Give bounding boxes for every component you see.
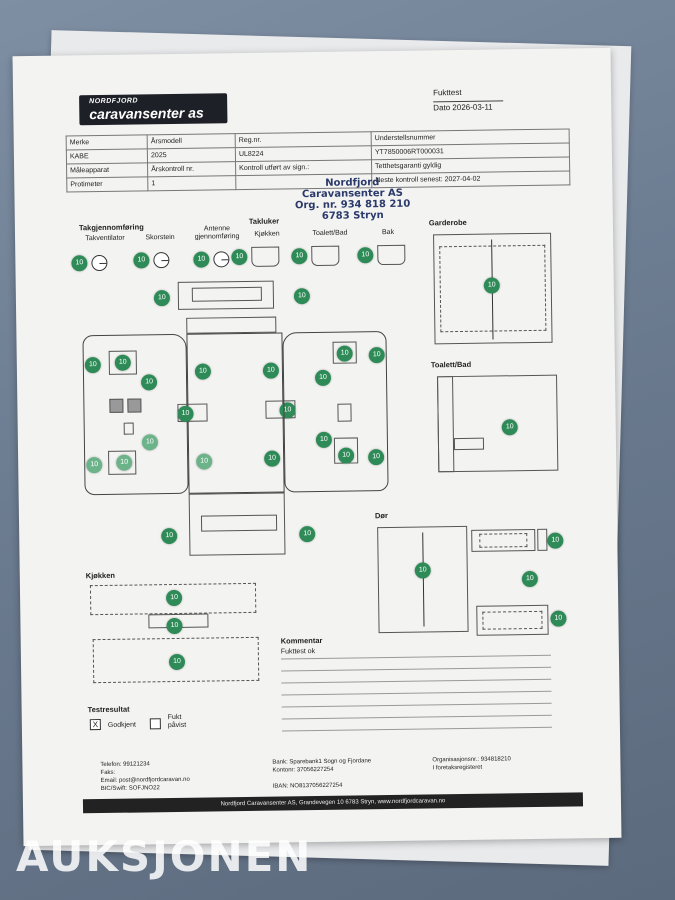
- reading-takventilator: 10: [71, 255, 88, 272]
- reading-roof-1: 10: [194, 363, 212, 380]
- label-godkjent: Godkjent: [107, 721, 136, 729]
- front-window: [191, 286, 262, 302]
- info-table-cell: Merke: [66, 134, 148, 150]
- antenne-icon: [213, 251, 230, 268]
- reading-left-4: 10: [141, 434, 159, 451]
- bak-luke-icon: [377, 244, 406, 266]
- contact-org-block: Organisasjonsnr.: 934818210 I foretaksre…: [432, 756, 511, 772]
- bad-bench: [453, 437, 485, 451]
- watermark: AUKSJONEN: [16, 832, 313, 881]
- reading-roof-6: 10: [264, 450, 281, 467]
- label-kjokken-luke: Kjøkken: [254, 230, 280, 238]
- comment-line: [281, 702, 552, 708]
- reading-toalett-luke: 10: [291, 248, 308, 265]
- front-skirt: [186, 316, 277, 334]
- footer-bar: Nordfjord Caravansenter AS, Grandevegen …: [82, 792, 584, 814]
- reading-right-3: 10: [314, 369, 332, 387]
- label-toalett-luke: Toalett/Bad: [312, 229, 348, 238]
- info-table-cell: Protimeter: [66, 176, 149, 192]
- section-takgjennomforing: Takgjennomføring: [78, 222, 144, 233]
- section-kommentar: Kommentar: [280, 635, 323, 646]
- info-table-cell: Årskontroll nr.: [147, 161, 236, 177]
- reading-bak-luke: 10: [357, 247, 374, 264]
- reading-rear-left: 10: [161, 527, 178, 545]
- section-testresultat: Testresultat: [87, 704, 130, 715]
- reading-door-lower: 10: [550, 610, 567, 627]
- checkbox-fukt-pavist[interactable]: [149, 718, 161, 730]
- comment-line: [281, 726, 552, 732]
- reading-kjokken-luke: 10: [231, 248, 248, 266]
- section-garderobe: Garderobe: [428, 217, 467, 228]
- comment-line: [280, 654, 551, 660]
- reading-right-6: 10: [368, 449, 385, 466]
- company-stamp: Nordfjord Caravansenter AS Org. nr. 934 …: [294, 177, 411, 222]
- left-hatch: [123, 422, 134, 435]
- reading-door-window: 10: [547, 532, 564, 549]
- comment-line: [281, 690, 552, 696]
- info-table-cell: Årsmodell: [147, 133, 236, 149]
- fukttest-sheet: NORDFJORD caravansenter as Fukttest Dato…: [12, 47, 622, 847]
- contact-bank-block: Bank: Sparebank1 Sogn og Fjordane Konton…: [272, 758, 372, 790]
- reading-roof-3: 10: [177, 405, 194, 422]
- vent-grille-2: [127, 398, 142, 413]
- label-skorstein: Skorstein: [145, 233, 175, 242]
- comment-line: [281, 714, 552, 720]
- section-toalett-bad: Toalett/Bad: [430, 359, 472, 370]
- door-handle: [537, 528, 548, 551]
- label-bak-luke: Bak: [381, 228, 395, 237]
- info-table-cell: KABE: [66, 148, 148, 164]
- reading-right-2: 10: [368, 347, 385, 364]
- section-takluker: Takluker: [248, 216, 280, 226]
- company-logo: NORDFJORD caravansenter as: [79, 93, 228, 126]
- section-dor: Dør: [374, 511, 388, 521]
- rear-window: [200, 514, 278, 532]
- reading-left-5: 10: [86, 457, 103, 474]
- info-table-cell: 1: [147, 175, 236, 191]
- contact-phone-block: Telefon: 99121234 Faks: Email: post@nord…: [100, 761, 190, 793]
- takventilator-icon: [91, 254, 108, 272]
- reading-left-6: 10: [116, 454, 133, 471]
- reading-front-right: 10: [293, 288, 311, 305]
- comment-text: Fukttest ok: [280, 648, 316, 656]
- bad-frame: [437, 374, 559, 473]
- comment-line: [281, 666, 552, 672]
- checkbox-godkjent[interactable]: X: [89, 719, 101, 731]
- reading-kjokken-bottom: 10: [168, 653, 186, 671]
- door-window-inner: [479, 533, 528, 548]
- reading-antenne: 10: [193, 251, 210, 268]
- door-lower-inner: [482, 610, 543, 630]
- label-fukt-pavist: Fukt påvist: [167, 713, 187, 730]
- reading-door: 10: [414, 562, 431, 579]
- reading-front-left: 10: [153, 290, 171, 307]
- reading-rear-right: 10: [299, 526, 316, 543]
- label-antenne: Antenne gjennomføring: [194, 225, 240, 241]
- info-table-cell: Måleapparat: [66, 162, 148, 178]
- doc-date: Dato 2026-03-11: [433, 100, 504, 113]
- kjokken-luke-icon: [251, 246, 280, 267]
- right-door-hatch: [337, 403, 352, 422]
- bad-wall: [437, 376, 455, 473]
- reading-door-mid: 10: [521, 570, 538, 588]
- vent-grille-1: [109, 398, 124, 413]
- reading-kjokken-mid: 10: [166, 617, 183, 635]
- info-table-cell: 2025: [147, 147, 236, 163]
- label-takventilator: Takventilator: [85, 234, 125, 243]
- doc-title: Fukttest: [433, 87, 462, 98]
- section-kjokken: Kjøkken: [85, 570, 116, 581]
- comment-line: [281, 678, 552, 684]
- skorstein-icon: [153, 252, 170, 269]
- toalett-luke-icon: [311, 245, 340, 267]
- reading-skorstein: 10: [133, 252, 150, 269]
